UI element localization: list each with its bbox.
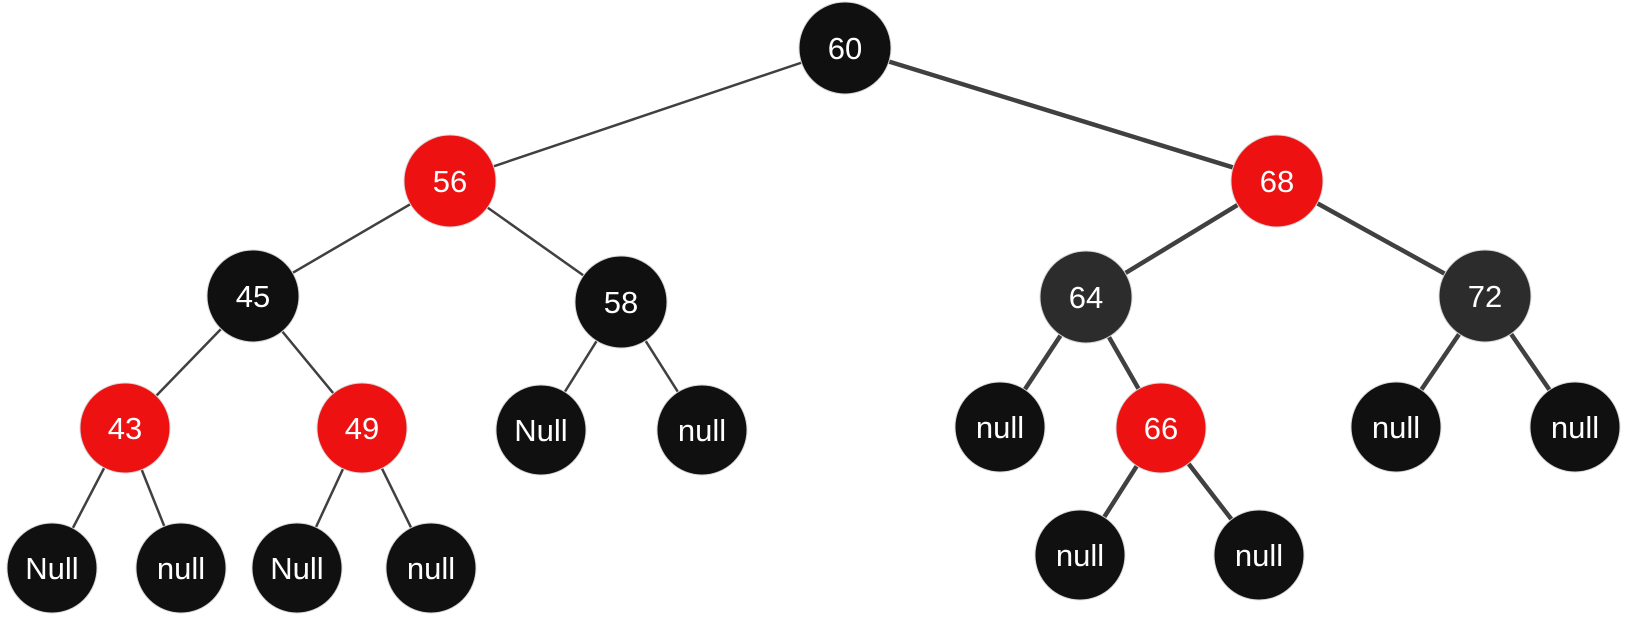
tree-node-null-66R: null xyxy=(1213,509,1305,601)
tree-node-null-64L: null xyxy=(954,381,1046,473)
node-label-66: 66 xyxy=(1144,411,1178,446)
tree-node-43: 43 xyxy=(79,382,171,474)
node-label-68: 68 xyxy=(1260,164,1294,199)
node-label-49: 49 xyxy=(345,411,379,446)
node-circle-45 xyxy=(206,249,300,343)
node-label-null-66L: null xyxy=(1056,538,1104,573)
tree-node-49: 49 xyxy=(316,382,408,474)
tree-node-null-43L: Null xyxy=(6,522,98,614)
node-label-58: 58 xyxy=(604,285,638,320)
node-label-null-58L: Null xyxy=(514,413,567,448)
node-circle-72 xyxy=(1438,249,1532,343)
node-label-45: 45 xyxy=(236,279,270,314)
node-label-56: 56 xyxy=(433,164,467,199)
node-label-null-43L: Null xyxy=(25,551,78,586)
tree-node-56: 56 xyxy=(403,134,497,228)
node-circle-null-72L xyxy=(1350,381,1442,473)
node-label-null-72R: null xyxy=(1551,410,1599,445)
node-circle-43 xyxy=(79,382,171,474)
node-label-null-66R: null xyxy=(1235,538,1283,573)
node-circle-null-49R xyxy=(385,522,477,614)
tree-node-null-72R: null xyxy=(1529,381,1621,473)
tree-node-null-58R: null xyxy=(656,384,748,476)
tree-node-66: 66 xyxy=(1115,382,1207,474)
node-label-64: 64 xyxy=(1069,280,1103,315)
node-label-null-49L: Null xyxy=(270,551,323,586)
tree-node-64: 64 xyxy=(1039,250,1133,344)
node-circle-64 xyxy=(1039,250,1133,344)
tree-node-null-43R: null xyxy=(135,522,227,614)
tree-edge-60-68 xyxy=(844,45,1278,184)
node-label-null-43R: null xyxy=(157,551,205,586)
node-circle-null-58L xyxy=(495,384,587,476)
node-label-null-49R: null xyxy=(407,551,455,586)
node-circle-60 xyxy=(798,1,892,95)
node-label-72: 72 xyxy=(1468,279,1502,314)
tree-node-68: 68 xyxy=(1230,134,1324,228)
node-circle-null-72R xyxy=(1529,381,1621,473)
node-circle-66 xyxy=(1115,382,1207,474)
tree-edge-60-56 xyxy=(449,46,846,183)
tree-node-null-66L: null xyxy=(1034,509,1126,601)
tree-node-45: 45 xyxy=(206,249,300,343)
tree-node-60: 60 xyxy=(798,1,892,95)
tree-node-null-49R: null xyxy=(385,522,477,614)
node-label-null-72L: null xyxy=(1372,410,1420,445)
node-circle-null-64L xyxy=(954,381,1046,473)
node-circle-null-49L xyxy=(251,522,343,614)
node-label-43: 43 xyxy=(108,411,142,446)
tree-node-72: 72 xyxy=(1438,249,1532,343)
node-circle-null-66R xyxy=(1213,509,1305,601)
tree-node-58: 58 xyxy=(574,255,668,349)
node-label-null-58R: null xyxy=(678,413,726,448)
node-circle-56 xyxy=(403,134,497,228)
node-circle-68 xyxy=(1230,134,1324,228)
tree-node-null-72L: null xyxy=(1350,381,1442,473)
node-circle-null-43L xyxy=(6,522,98,614)
node-circle-49 xyxy=(316,382,408,474)
node-circle-58 xyxy=(574,255,668,349)
node-circle-null-58R xyxy=(656,384,748,476)
node-label-null-64L: null xyxy=(976,410,1024,445)
tree-node-null-49L: Null xyxy=(251,522,343,614)
node-label-60: 60 xyxy=(828,31,862,66)
tree-node-null-58L: Null xyxy=(495,384,587,476)
node-circle-null-66L xyxy=(1034,509,1126,601)
node-circle-null-43R xyxy=(135,522,227,614)
